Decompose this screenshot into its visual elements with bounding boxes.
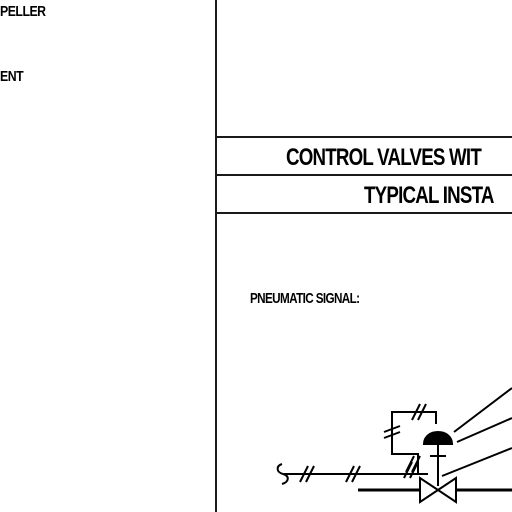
leader-line-1 [453, 387, 512, 433]
leader-line-3 [441, 447, 512, 477]
left-text-fragment-ent: ENT [0, 68, 24, 85]
loop-hash-top [411, 403, 427, 421]
left-text-fragment-peller: PELLER [0, 3, 46, 20]
signal-hash-1 [299, 465, 315, 483]
signal-hash-2 [345, 465, 361, 483]
loop-hash-left [383, 425, 401, 439]
loop-hash-bottom [405, 455, 421, 473]
leader-line-2 [456, 417, 512, 443]
valve-body-icon [419, 476, 457, 504]
signal-line-break-symbol [276, 463, 289, 485]
actuator-diaphragm-icon [422, 431, 454, 445]
title-line-1: CONTROL VALVES WIT [286, 144, 482, 171]
title-row-1: CONTROL VALVES WIT [216, 136, 512, 174]
positioner-loop [391, 411, 437, 442]
vertical-divider-line [215, 0, 217, 512]
title-row-2: TYPICAL INSTA [216, 174, 512, 214]
title-line-2: TYPICAL INSTA [364, 182, 494, 209]
pneumatic-signal-label: PNEUMATIC SIGNAL: [250, 290, 360, 307]
positioner-loop-lower [391, 442, 419, 474]
